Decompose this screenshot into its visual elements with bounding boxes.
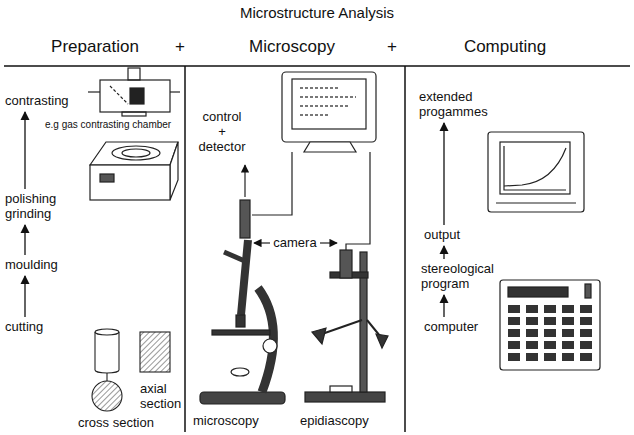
column-heading-text: Preparation — [51, 37, 139, 56]
step-label-text: extended progammes — [419, 89, 488, 119]
step-label: stereological program — [421, 262, 494, 292]
flow-arrow — [443, 246, 444, 259]
column-heading: Preparation — [51, 37, 139, 57]
output-plotter — [488, 132, 584, 212]
step-label-text: cutting — [5, 319, 43, 334]
column-heading-text: Microscopy — [249, 37, 335, 56]
caption-note: e.g gas contrasting chamber — [45, 119, 171, 131]
step-label-text: computer — [424, 319, 478, 334]
device-label: control + detector — [199, 110, 246, 155]
column-heading-text: Computing — [464, 37, 546, 56]
section-label-text: axial section — [140, 381, 181, 411]
flow-arrow — [24, 276, 25, 317]
gas-chamber — [88, 68, 180, 116]
computer-monitor — [282, 72, 376, 152]
calculator — [500, 280, 600, 370]
step-label-text: moulding — [5, 257, 58, 272]
flow-arrow — [24, 112, 25, 189]
step-label: contrasting — [5, 94, 69, 109]
device-label: microscopy — [193, 414, 259, 429]
step-label: output — [424, 228, 460, 243]
plus-sign-text: + — [175, 37, 185, 56]
flow-arrow — [24, 225, 25, 255]
step-label-text: output — [424, 227, 460, 242]
step-label-text: stereological program — [421, 261, 494, 291]
step-label: extended progammes — [419, 90, 488, 120]
column-heading: Computing — [464, 37, 546, 57]
section-label-text: cross section — [78, 415, 154, 430]
plus-sign: + — [175, 37, 185, 57]
device-label-text: epidiascopy — [300, 413, 369, 428]
step-label: polishing grinding — [5, 192, 56, 222]
step-label-text: polishing grinding — [5, 191, 56, 221]
section-label: cross section — [78, 416, 154, 431]
flow-arrow — [443, 123, 444, 225]
flow-arrow — [443, 295, 444, 317]
microscope — [200, 200, 285, 404]
plus-sign: + — [387, 37, 397, 57]
section-label: axial section — [140, 382, 181, 412]
device-label: camera — [273, 236, 316, 251]
device-label-text: microscopy — [193, 413, 259, 428]
device-label-text: camera — [273, 235, 316, 250]
step-label-text: contrasting — [5, 93, 69, 108]
polishing-machine — [90, 142, 178, 200]
column-heading: Microscopy — [249, 37, 335, 57]
caption-note-text: e.g gas contrasting chamber — [45, 119, 171, 130]
diagram-title-text: Microstructure Analysis — [240, 4, 394, 21]
step-label: cutting — [5, 320, 43, 335]
divider-lines — [4, 66, 630, 432]
epidiascope — [305, 250, 388, 402]
signal-wires — [245, 152, 370, 250]
step-label: computer — [424, 320, 478, 335]
device-label: epidiascopy — [300, 414, 369, 429]
step-label: moulding — [5, 258, 58, 273]
plus-sign-text: + — [387, 37, 397, 56]
diagram-title: Microstructure Analysis — [240, 4, 394, 21]
device-label-text: control + detector — [199, 109, 246, 154]
